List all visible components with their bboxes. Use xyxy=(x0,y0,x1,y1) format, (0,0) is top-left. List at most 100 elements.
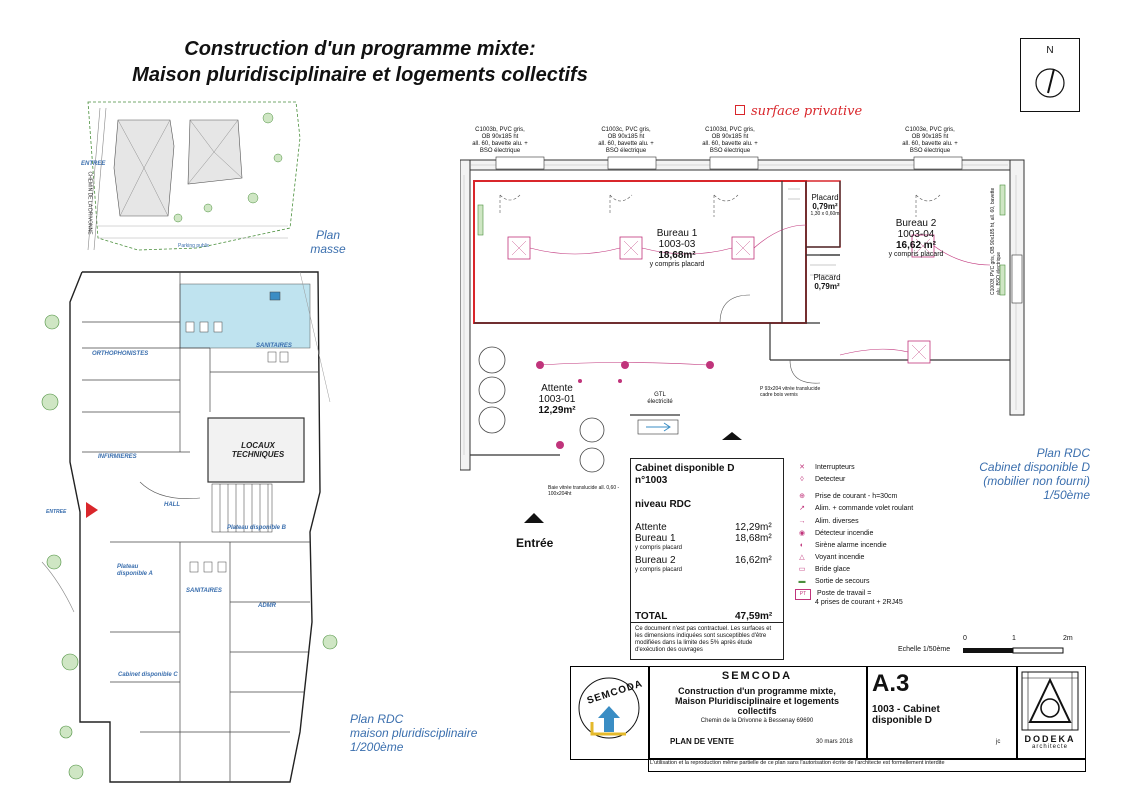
bride-icon: ▭ xyxy=(798,566,806,573)
legend-secours: ▬Sortie de secours xyxy=(795,577,870,586)
title-line-2: Maison pluridisciplinaire et logements c… xyxy=(132,64,588,86)
legend-detecteur: ◊Detecteur xyxy=(795,475,845,484)
legend-prise: ⊕Prise de courant - h=30cm xyxy=(795,492,897,501)
title-block-date: 30 mars 2018 xyxy=(816,739,853,745)
zone-hall: HALL xyxy=(164,502,180,508)
legend-detecteur-incendie: ◉Détecteur incendie xyxy=(795,529,873,538)
window-note-d: C1003d, PVC gris,OB 90x185 ht all. 60, b… xyxy=(702,127,758,154)
table-divider xyxy=(631,622,783,623)
locaux-line-2: TECHNIQUES xyxy=(231,450,285,459)
attente-area: 12,29m² xyxy=(538,405,576,416)
title-block-initials: jc xyxy=(996,739,1001,745)
attente-name: Attente xyxy=(541,383,573,394)
room-attente: Attente 1003-01 12,29m² xyxy=(522,383,592,416)
scale-bar xyxy=(963,647,1064,654)
interrupteur-icon: ✕ xyxy=(799,464,805,471)
row-bureau2-value: 16,62m² xyxy=(735,555,772,566)
bureau1-note: y compris placard xyxy=(649,261,705,268)
zone-infirmieres: INFIRMIERES xyxy=(98,454,137,460)
plan-masse-drawing xyxy=(78,98,306,256)
zone-orthophonistes: ORTHOPHONISTES xyxy=(92,351,149,357)
row-bureau2-note: y compris placard xyxy=(635,567,683,573)
row-bureau1-note: y compris placard xyxy=(635,545,683,551)
title-block-sheet-box xyxy=(866,666,1018,760)
title-block-plan-type: PLAN DE VENTE xyxy=(670,737,735,746)
legend-poste-2: 4 prises de courant + 2RJ45 xyxy=(815,599,903,606)
window-note-e: C1003e, PVC gris,OB 90x185 ht all. 60, b… xyxy=(902,127,958,154)
scale-t2: 2m xyxy=(1063,635,1073,642)
cabinet-table-number: n°1003 xyxy=(635,475,668,486)
bureau2-num: 1003-04 xyxy=(897,229,935,240)
bureau2-name: Bureau 2 xyxy=(895,218,937,229)
legend-alim: →Alim. diverses xyxy=(795,517,859,526)
volet-icon: ↗ xyxy=(799,505,805,512)
legend-sirene: ◐Sirène alarme incendie xyxy=(795,541,887,550)
zone-cabinet-c: Cabinet disponible C xyxy=(118,672,178,678)
title-block-sheet: A.3 xyxy=(872,670,910,697)
dodeka-logo-icon xyxy=(1021,671,1079,731)
sheet-desc-line-1: 1003 - Cabinet xyxy=(872,704,940,715)
row-bureau1-label: Bureau 1 xyxy=(635,533,676,544)
plan-masse-parking: Parking public xyxy=(178,243,210,249)
annotation-checkbox-icon xyxy=(735,105,745,115)
detail-plan-drawing xyxy=(460,156,1025,473)
locaux-line-1: LOCAUX xyxy=(241,441,275,450)
placard2-area: 0,79m² xyxy=(814,282,840,291)
project-line-3: collectifs xyxy=(737,706,777,716)
row-attente-label: Attente xyxy=(635,522,667,533)
semcoda-logo-icon xyxy=(578,677,640,739)
zone-plateau-b: Plateau disponible B xyxy=(227,525,287,531)
secours-icon: ▬ xyxy=(798,578,806,585)
plan-rdc-main-drawing xyxy=(41,271,338,783)
room-bureau-2: Bureau 2 1003-04 16,62 m² y compris plac… xyxy=(876,218,956,259)
detecteur-incendie-icon: ◉ xyxy=(798,530,806,537)
alim-icon: → xyxy=(798,518,806,525)
total-label: TOTAL xyxy=(635,611,668,622)
room-placard-2: Placard 0,79m² xyxy=(804,273,850,291)
plan-masse-street: CHEMIN DE LA DRIVONNE xyxy=(86,171,93,235)
placard1-area: 0,79m² xyxy=(812,202,838,211)
window-note-b: C1003b, PVC gris,OB 90x185 ht all. 60, b… xyxy=(472,127,528,154)
scale-t1: 1 xyxy=(1012,635,1016,642)
page-title: Construction d'un programme mixte: Maiso… xyxy=(80,36,640,88)
title-block-copyright-box xyxy=(648,758,1086,772)
bureau2-area: 16,62 m² xyxy=(895,240,937,251)
cabinet-table-level: niveau RDC xyxy=(635,499,692,510)
room-placard-1: Placard 0,79m² 1,30 x 0,60m xyxy=(800,193,850,217)
title-block-logo-box xyxy=(570,666,650,760)
placard2-name: Placard xyxy=(813,273,841,282)
title-block-company: SEMCODA xyxy=(721,670,793,682)
bureau2-note: y compris placard xyxy=(888,251,944,258)
legend-bride: ▭Bride glace xyxy=(795,565,850,574)
project-line-1: Construction d'un programme mixte, xyxy=(678,686,836,696)
title-block-project: Construction d'un programme mixte, Maiso… xyxy=(648,686,866,716)
entree-triangle-icon xyxy=(524,513,544,523)
zone-plateau-a: Plateau disponible A xyxy=(117,564,153,578)
sheet-desc-line-2: disponible D xyxy=(872,715,932,726)
architect-line-2: architecte xyxy=(1031,744,1068,750)
room-bureau-1: Bureau 1 1003-03 18,68m² y compris placa… xyxy=(637,228,717,269)
title-block-sheet-desc: 1003 - Cabinet disponible D xyxy=(872,704,940,726)
plan-rdc-main-label: Plan RDC maison pluridisciplinaire 1/200… xyxy=(350,712,477,754)
title-block-copyright: L'utilisation et la reproduction même pa… xyxy=(650,760,945,766)
rdc-detail-label-2: Cabinet disponible D xyxy=(979,460,1090,474)
total-value: 47,59m² xyxy=(735,611,773,622)
annotation-text: surface privative xyxy=(751,104,863,119)
row-bureau1-value: 18,68m² xyxy=(735,533,772,544)
placard1-name: Placard xyxy=(811,193,839,202)
title-block-address: Chemin de la Drivonne à Bessenay 69690 xyxy=(700,718,814,724)
architect-line-1: DODEKA xyxy=(1024,734,1076,744)
plan-masse-entree: ENTREE xyxy=(81,161,106,167)
baie-note: Baie vitrée translucide all. 0,60 - 100x… xyxy=(548,485,620,497)
zone-sanitaires-bottom: SANITAIRES xyxy=(186,588,222,594)
rdc-main-label-2: maison pluridisciplinaire xyxy=(350,726,478,740)
legend-voyant: △Voyant incendie xyxy=(795,553,864,562)
row-bureau2-label: Bureau 2 xyxy=(635,555,676,566)
plan-masse-label-2: masse xyxy=(310,242,346,256)
rdc-main-label-3: 1/200ème xyxy=(350,740,404,754)
zone-admr: ADMR xyxy=(258,603,276,609)
porte-note: P 93x204 vitrée translucide cadre bois v… xyxy=(760,386,821,398)
plan-masse-label: Plan masse xyxy=(303,228,353,256)
window-note-c: C1003c, PVC gris,OB 90x185 ht all. 60, b… xyxy=(598,127,654,154)
